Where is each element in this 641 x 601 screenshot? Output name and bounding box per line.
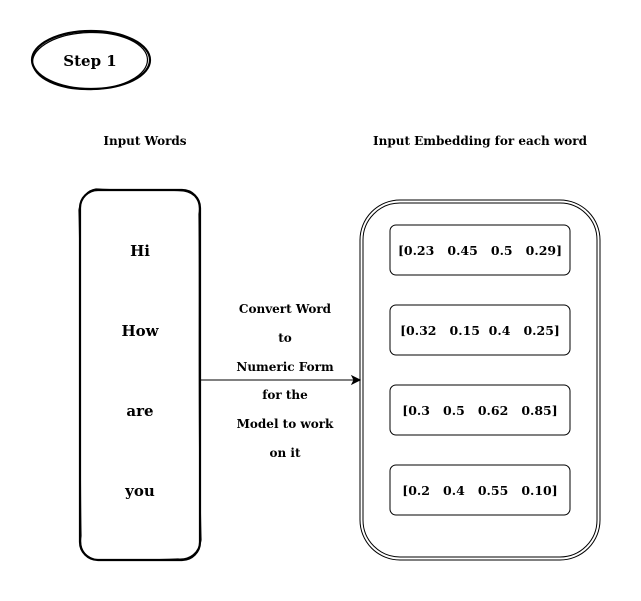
embedding-vector: [0.2 0.4 0.55 0.10] xyxy=(402,483,557,498)
word-item: Hi xyxy=(130,242,150,260)
words-box: Hi How are you xyxy=(78,188,202,562)
embedding-vector: [0.3 0.5 0.62 0.85] xyxy=(402,403,557,418)
note-line: for the xyxy=(262,388,308,402)
word-item: How xyxy=(121,322,159,340)
note-line: Convert Word xyxy=(239,302,332,316)
embedding-vector: [0.23 0.45 0.5 0.29] xyxy=(398,243,562,258)
step-badge: Step 1 xyxy=(30,29,152,91)
words-box-sketch xyxy=(78,188,202,561)
conversion-arrow xyxy=(200,374,362,386)
step-label: Step 1 xyxy=(63,52,116,70)
input-words-heading: Input Words xyxy=(103,134,186,148)
embedding-vector: [0.32 0.15 0.4 0.25] xyxy=(400,323,560,338)
word-item: are xyxy=(126,402,153,420)
embeddings-box-outer xyxy=(359,199,601,561)
embedding-cell xyxy=(389,464,571,516)
arrow-head xyxy=(350,374,362,386)
note-line: Model to work xyxy=(237,417,334,431)
embeddings-heading: Input Embedding for each word xyxy=(373,134,588,148)
embedding-cell xyxy=(389,304,571,356)
note-line: to xyxy=(278,331,292,345)
embeddings-box-inner xyxy=(362,202,598,558)
embedding-cell xyxy=(389,224,571,276)
note-line: on it xyxy=(269,446,300,460)
embeddings-box: [0.23 0.45 0.5 0.29] [0.32 0.15 0.4 0.25… xyxy=(359,199,601,561)
conversion-note: Convert Word to Numeric Form for the Mod… xyxy=(236,302,334,460)
word-item: you xyxy=(124,482,155,500)
step-ellipse-sketch xyxy=(31,31,149,91)
embedding-cell xyxy=(389,384,571,436)
note-line: Numeric Form xyxy=(236,360,334,374)
